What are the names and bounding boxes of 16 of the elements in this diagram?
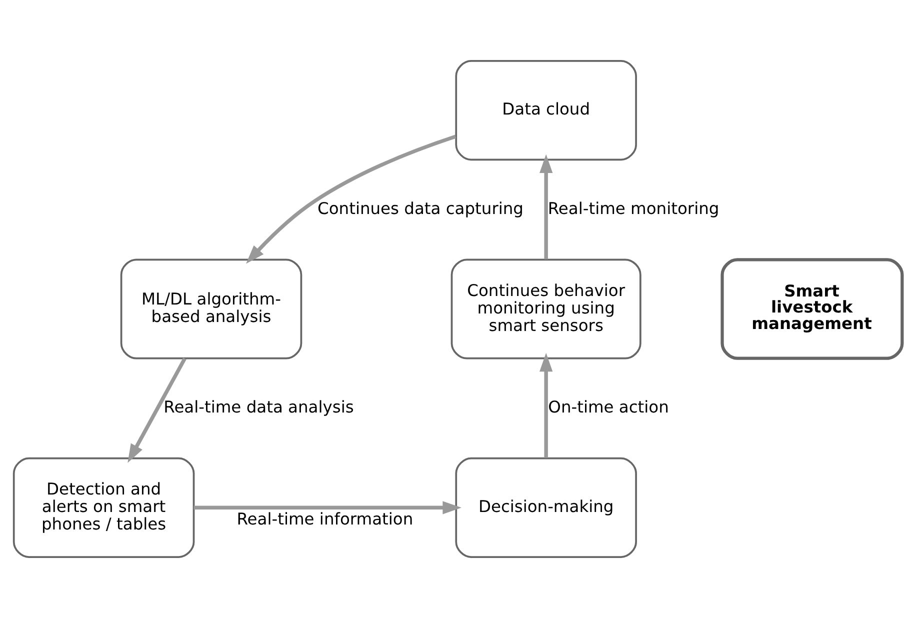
node-box: ML/DL algorithm-based analysis [120,258,302,360]
arrow [540,352,553,458]
node-box: Continues behavior monitoring using smart sensors [450,258,642,360]
arrow [194,501,462,514]
edge-label: On-time action [548,398,669,417]
edge-label: Real-time data analysis [164,398,354,417]
arrow [128,358,186,463]
node-box: Decision-making [455,457,637,558]
edge-label: Real-time monitoring [548,198,720,218]
edge-label: Continues data capturing [318,198,524,218]
node-box: Smart livestock management [720,258,904,360]
node-box: Data cloud [455,60,637,161]
edge-label: Real-time information [236,509,414,528]
node-box: Detection and alerts on smart phones / tables [12,457,195,558]
arrow [540,154,553,260]
arrow [246,134,456,264]
